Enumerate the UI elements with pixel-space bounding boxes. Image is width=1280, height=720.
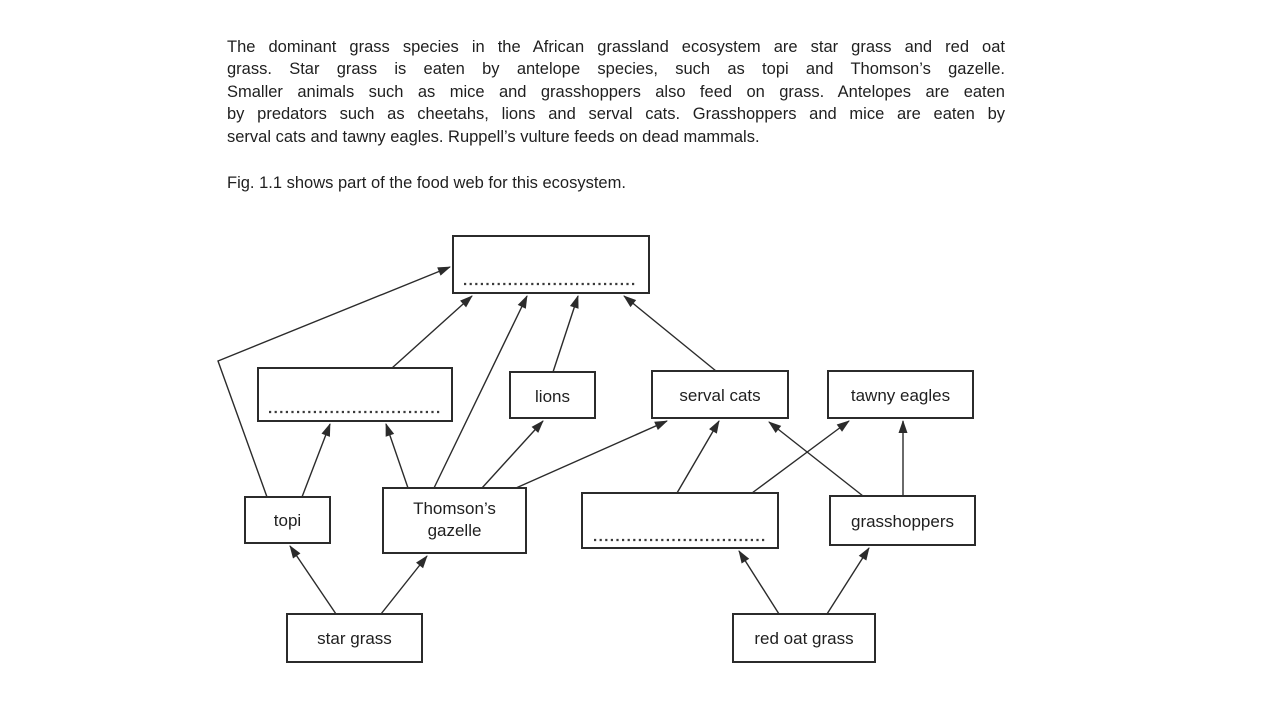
lions-label: lions <box>535 387 570 406</box>
node-blank-middle <box>581 492 779 549</box>
tawny-eagles-label: tawny eagles <box>851 386 950 405</box>
thomsons-gazelle-label-line1: Thomson’s <box>413 499 496 518</box>
arrow-lions-to-blank-top <box>552 295 579 373</box>
node-star-grass: star grass <box>286 613 423 663</box>
arrow-thomsons-gazelle-to-lions <box>481 420 544 489</box>
arrow-star-grass-to-topi <box>289 545 337 615</box>
serval-cats-label: serval cats <box>679 386 760 405</box>
node-lions: lions <box>509 371 596 419</box>
intro-line-3: Smaller animals such as mice and grassho… <box>227 82 1005 101</box>
topi-box <box>244 496 331 544</box>
arrow-thomsons-gazelle-to-blank-top <box>433 295 528 489</box>
arrow-thomsons-gazelle-to-serval-cats <box>515 420 668 489</box>
arrow-blank-middle-to-serval-cats <box>676 420 720 494</box>
blank-middle-box <box>581 492 779 549</box>
grasshoppers-label: grasshoppers <box>851 512 954 531</box>
node-topi: topi <box>244 496 331 544</box>
food-web-nodes: lions serval cats tawny eagles topi Thom… <box>244 235 976 663</box>
star-grass-box <box>286 613 423 663</box>
arrow-blank-middle-to-tawny-eagles <box>751 420 850 494</box>
node-blank-top <box>452 235 650 294</box>
thomsons-gazelle-label-line2: gazelle <box>428 521 482 540</box>
arrow-topi-to-blank-top <box>217 266 451 498</box>
arrow-topi-to-blank-left <box>301 423 331 498</box>
lions-box <box>509 371 596 419</box>
serval-cats-box <box>651 370 789 419</box>
intro-line-2: grass. Star grass is eaten by antelope s… <box>227 60 1005 79</box>
intro-paragraph: The dominant grass species in the Africa… <box>227 36 1005 148</box>
node-grasshoppers: grasshoppers <box>829 495 976 546</box>
node-red-oat-grass: red oat grass <box>732 613 876 663</box>
food-web-arrows <box>217 266 908 615</box>
arrow-thomsons-gazelle-to-blank-left <box>385 423 409 489</box>
arrow-red-oat-grass-to-blank-middle <box>738 550 780 615</box>
star-grass-label: star grass <box>317 629 392 648</box>
node-blank-left <box>257 367 453 422</box>
arrow-blank-left-to-blank-top <box>391 295 473 369</box>
intro-line-4: by predators such as cheetahs, lions and… <box>227 105 1005 124</box>
topi-label: topi <box>274 511 301 530</box>
node-tawny-eagles: tawny eagles <box>827 370 974 419</box>
node-serval-cats: serval cats <box>651 370 789 419</box>
red-oat-grass-box <box>732 613 876 663</box>
figure-caption: Fig. 1.1 shows part of the food web for … <box>227 174 626 192</box>
grasshoppers-box <box>829 495 976 546</box>
thomsons-gazelle-box <box>382 487 527 554</box>
node-thomsons-gazelle: Thomson’s gazelle <box>382 487 527 554</box>
arrow-star-grass-to-thomsons-gazelle <box>380 555 428 615</box>
intro-line-5: serval cats and tawny eagles. Ruppell’s … <box>227 127 760 146</box>
arrow-red-oat-grass-to-grasshoppers <box>826 547 870 615</box>
tawny-eagles-box <box>827 370 974 419</box>
intro-line-1: The dominant grass species in the Africa… <box>227 38 1005 56</box>
arrow-serval-cats-to-blank-top <box>623 295 717 372</box>
red-oat-grass-label: red oat grass <box>754 629 853 648</box>
arrow-grasshoppers-to-serval-cats <box>768 421 864 497</box>
